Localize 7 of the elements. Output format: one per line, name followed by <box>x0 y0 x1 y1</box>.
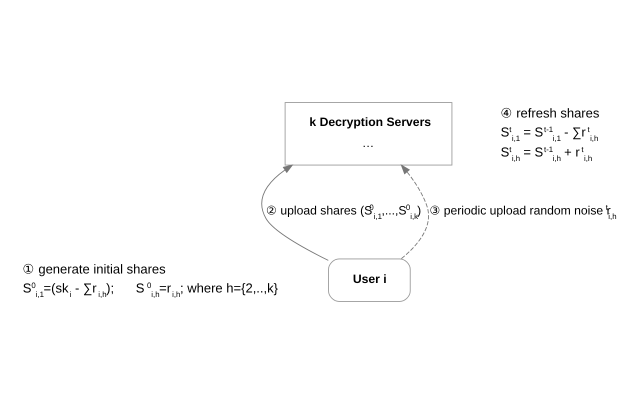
node-label: S$^{0}$$_{i,1}$=(sk$_{i}$ - ∑r$_{i,h}$); S$^{0}$$_{i,h}$=r$_{i,h}$; where h={2,..,k} <box>22 280 278 299</box>
node-label: ① generate initial shares <box>22 261 166 276</box>
node-label: ④ refresh shares <box>500 105 600 120</box>
node-box: k Decryption Servers … <box>284 102 452 166</box>
node-box: User i <box>328 258 411 302</box>
arrow <box>261 164 329 261</box>
arrow <box>400 164 429 260</box>
